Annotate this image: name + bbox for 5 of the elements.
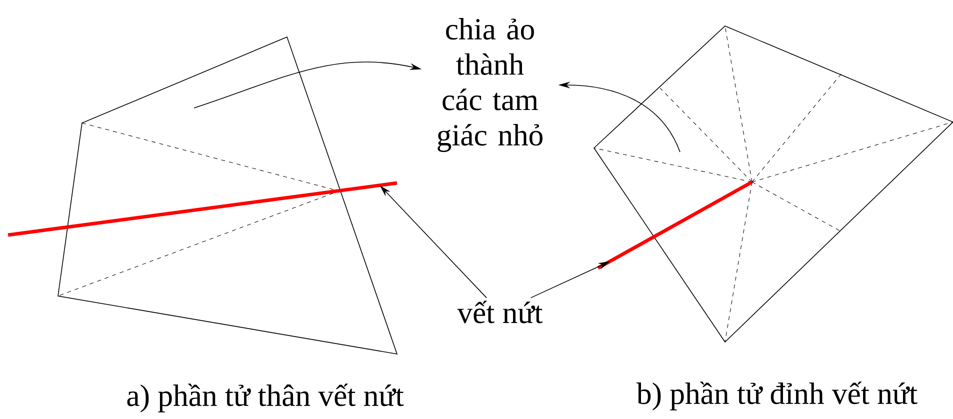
node-label: b) phần tử đỉnh vết nứt (636, 382, 918, 410)
node-label: a) phần tử thân vết nứt (127, 384, 404, 412)
crack-line (8, 181, 398, 237)
label-text: vết nứt (457, 300, 543, 324)
label-text: chia ảo thành các tam giác nhỏ (438, 18, 542, 152)
